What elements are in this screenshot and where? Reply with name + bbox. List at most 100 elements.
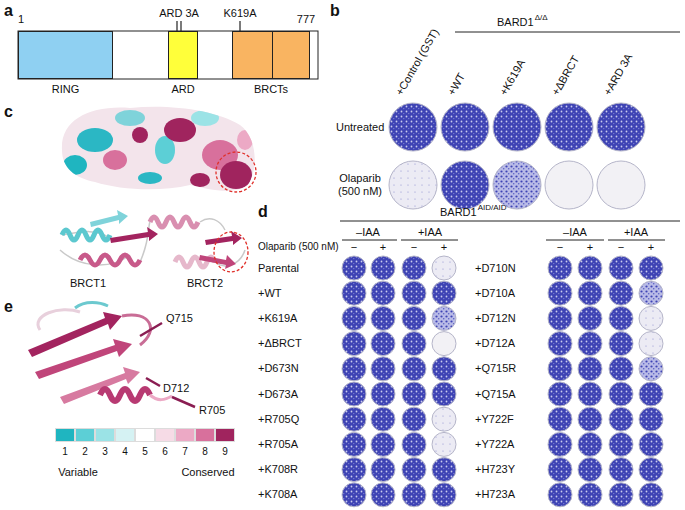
sample-label: +D673A — [258, 388, 298, 401]
scale-number: 6 — [162, 446, 168, 458]
sign-label: + — [380, 241, 386, 254]
surface-patch — [63, 155, 87, 175]
colony-plate — [597, 161, 645, 209]
colony-plate — [597, 103, 645, 151]
sample-label: +D712N — [475, 312, 516, 325]
residue-number: 1 — [18, 13, 24, 26]
strand — [60, 367, 140, 404]
scale-number: 7 — [182, 446, 188, 458]
treatment-label: +IAA — [624, 226, 648, 239]
colony-plate — [389, 103, 437, 151]
mutation-label: ARD 3A — [159, 7, 199, 20]
colony-plate — [371, 256, 395, 280]
helix — [150, 217, 198, 227]
colony-plate — [639, 458, 663, 482]
colony-plate — [493, 161, 541, 209]
colony-plate — [342, 382, 366, 406]
group-line — [608, 240, 665, 241]
sample-label: +D710N — [475, 262, 516, 275]
treatment-label: Olaparib (500 nM) — [258, 241, 339, 253]
sample-label: +Q715A — [475, 388, 516, 401]
residue-stick — [146, 378, 160, 386]
domain-name: BRCTs — [254, 83, 288, 95]
loop — [75, 303, 108, 309]
colony-plate — [402, 382, 426, 406]
colony-plate — [402, 306, 426, 330]
sample-label: +H723A — [475, 488, 515, 501]
sign-label: − — [557, 241, 563, 254]
scale-swatch — [215, 428, 235, 442]
residue-number: 777 — [297, 13, 315, 26]
scale-swatch — [55, 428, 75, 442]
sign-label: + — [441, 241, 447, 254]
scale-swatch — [135, 428, 155, 442]
colony-plate — [432, 432, 456, 456]
domain-name: ARD — [171, 83, 194, 95]
colony-plate — [578, 382, 602, 406]
surface-model — [55, 100, 265, 200]
sample-label: +R705Q — [258, 413, 299, 426]
sample-label: Parental — [258, 262, 299, 275]
group-line — [401, 240, 458, 241]
genotype-label: BARD1 — [497, 16, 534, 29]
helix — [62, 230, 110, 240]
colony-plate — [342, 281, 366, 305]
colony-plate — [639, 432, 663, 456]
surface-ground — [55, 100, 265, 200]
sign-label: + — [587, 241, 593, 254]
colony-plate — [371, 407, 395, 431]
sample-label: +K708A — [258, 488, 297, 501]
colony-plate — [432, 382, 456, 406]
colony-plate — [639, 357, 663, 381]
scale-swatch — [75, 428, 95, 442]
colony-plate — [342, 332, 366, 356]
residue-stick — [172, 397, 195, 407]
colony-plate — [545, 103, 593, 151]
condition-label: Olaparib (500 nM) — [334, 172, 386, 197]
scale-number: 2 — [82, 446, 88, 458]
surface-patch — [115, 110, 145, 126]
group-line — [455, 32, 680, 33]
colony-plate — [548, 357, 572, 381]
colony-plate — [371, 306, 395, 330]
colony-plate — [609, 306, 633, 330]
protein-bar — [18, 31, 318, 79]
colony-plate — [609, 332, 633, 356]
colony-plate — [432, 407, 456, 431]
colony-plate — [578, 458, 602, 482]
loop — [150, 395, 172, 400]
scale-swatch — [115, 428, 135, 442]
colony-plate — [548, 256, 572, 280]
colony-plate — [639, 407, 663, 431]
construct-label: +K619A — [497, 58, 528, 98]
scale-end-label: Variable — [58, 466, 98, 479]
colony-plate — [578, 332, 602, 356]
group-line — [342, 240, 397, 241]
colony-plate — [432, 458, 456, 482]
domain-divider — [272, 32, 273, 78]
colony-plate — [578, 407, 602, 431]
strand — [35, 339, 132, 379]
colony-plate — [578, 483, 602, 507]
colony-plate — [432, 256, 456, 280]
mutation-label: K619A — [223, 7, 256, 20]
surface-patch — [220, 161, 252, 189]
scale-swatch — [195, 428, 215, 442]
colony-plate — [441, 161, 489, 209]
colony-plate — [371, 357, 395, 381]
colony-plate — [609, 432, 633, 456]
sample-label: +D712A — [475, 337, 515, 350]
scale-number: 4 — [122, 446, 128, 458]
surface-patch — [164, 118, 196, 142]
panel-letter: a — [4, 2, 13, 20]
residue-stick — [140, 323, 162, 336]
treatment-label: –IAA — [563, 226, 587, 239]
surface-patch — [132, 127, 148, 143]
colony-plate — [432, 357, 456, 381]
colony-plate — [578, 256, 602, 280]
sign-label: − — [618, 241, 624, 254]
colony-plate — [402, 281, 426, 305]
construct-label: +ARD 3A — [601, 52, 635, 98]
colony-plate — [609, 382, 633, 406]
